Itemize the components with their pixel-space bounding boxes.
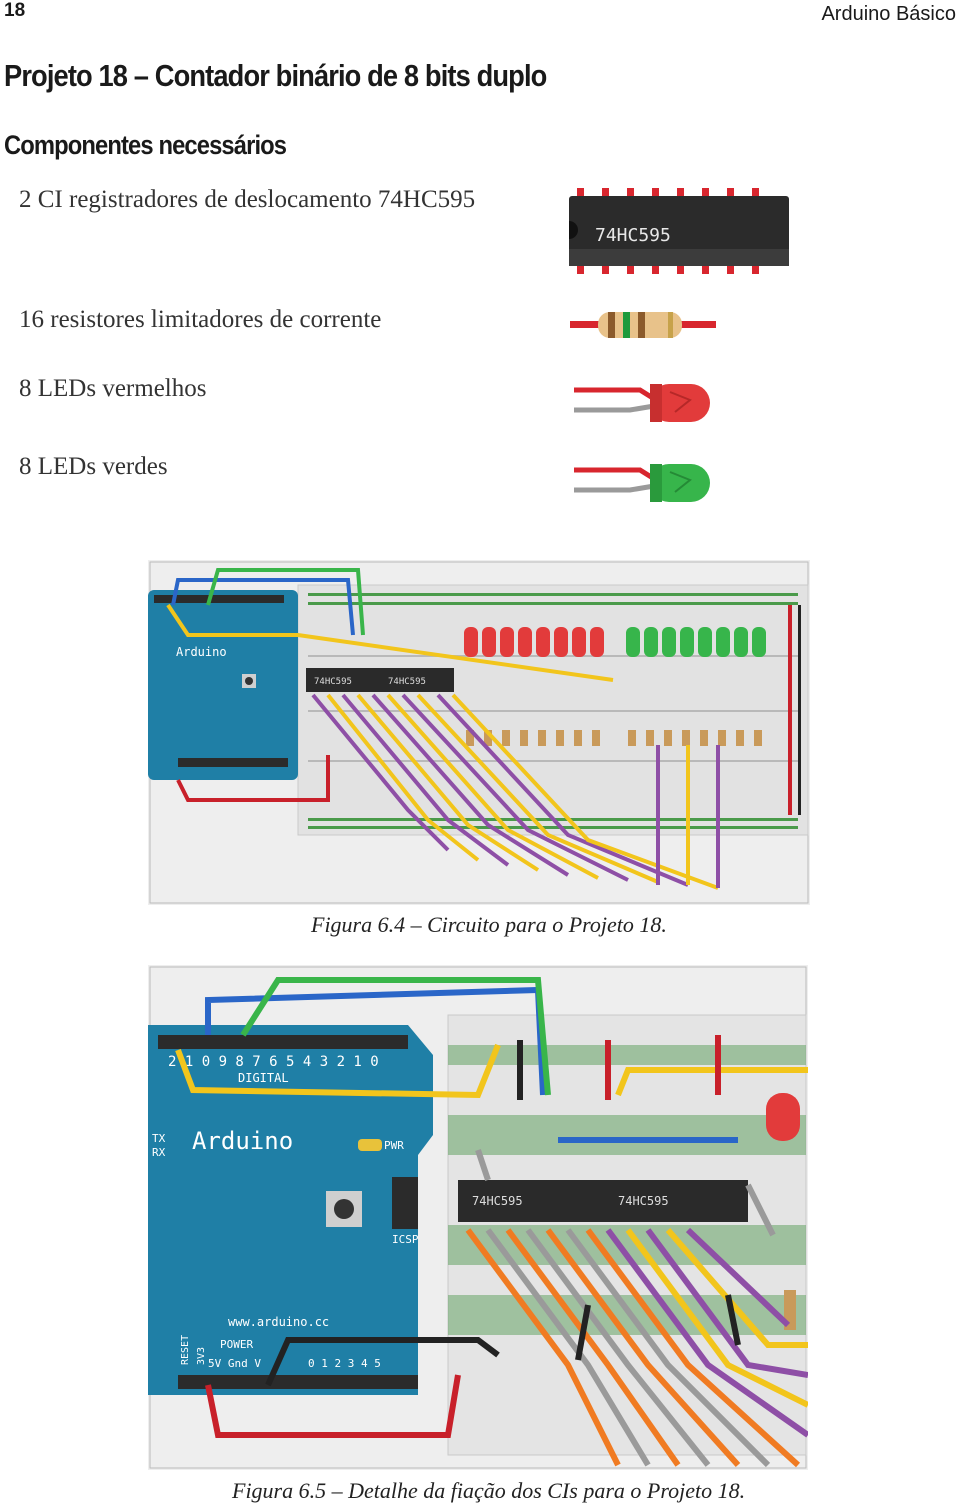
chip-label-2: 74HC595	[618, 1194, 669, 1208]
running-head: Arduino Básico	[821, 3, 956, 25]
digital-label: DIGITAL	[238, 1071, 289, 1085]
pwr-label: PWR	[384, 1139, 404, 1152]
wiring-detail-diagram: 2 1 0 9 8 7 6 5 4 3 2 1 0 DIGITAL TX RX …	[148, 965, 808, 1470]
chip-marking: 74HC595	[595, 225, 671, 246]
v3-label: 3V3	[196, 1347, 207, 1365]
power-label: POWER	[220, 1338, 253, 1351]
shift-register-chip-icon: 74HC595	[569, 188, 789, 274]
tx-label: TX	[152, 1132, 166, 1145]
page-title: Projeto 18 – Contador binário de 8 bits …	[4, 58, 547, 93]
component-item-red-leds: 8 LEDs vermelhos	[19, 375, 207, 402]
page-number: 18	[4, 0, 26, 21]
component-item-shift-register: 2 CI registradores de deslocamento 74HC5…	[19, 186, 476, 213]
section-heading: Componentes necessários	[4, 130, 287, 160]
component-item-resistors: 16 resistores limitadores de corrente	[19, 306, 382, 333]
board-label: Arduino	[192, 1127, 293, 1155]
pin-header-label: 2 1 0 9 8 7 6 5 4 3 2 1 0	[168, 1054, 379, 1070]
chip-label-1: 74HC595	[472, 1194, 523, 1208]
green-led-icon	[574, 464, 710, 502]
analog-pins-label: 0 1 2 3 4 5	[308, 1357, 381, 1370]
rx-label: RX	[152, 1146, 166, 1159]
resistor-icon	[570, 312, 716, 338]
reset-label: RESET	[180, 1335, 191, 1365]
circuit-diagram: Arduino 74HC595 74HC595	[148, 560, 810, 905]
figure-caption: Figura 6.5 – Detalhe da fiação dos CIs p…	[232, 1478, 746, 1503]
board-label: Arduino	[176, 645, 227, 659]
chip-label-1: 74HC595	[314, 677, 352, 687]
icsp-label: ICSP	[392, 1233, 419, 1246]
component-item-green-leds: 8 LEDs verdes	[19, 453, 168, 480]
power-pins-label: 5V Gnd V	[208, 1357, 261, 1370]
url-label: www.arduino.cc	[228, 1315, 329, 1329]
chip-label-2: 74HC595	[388, 677, 426, 687]
red-led-icon	[574, 384, 710, 422]
figure-caption: Figura 6.4 – Circuito para o Projeto 18.	[311, 912, 667, 937]
